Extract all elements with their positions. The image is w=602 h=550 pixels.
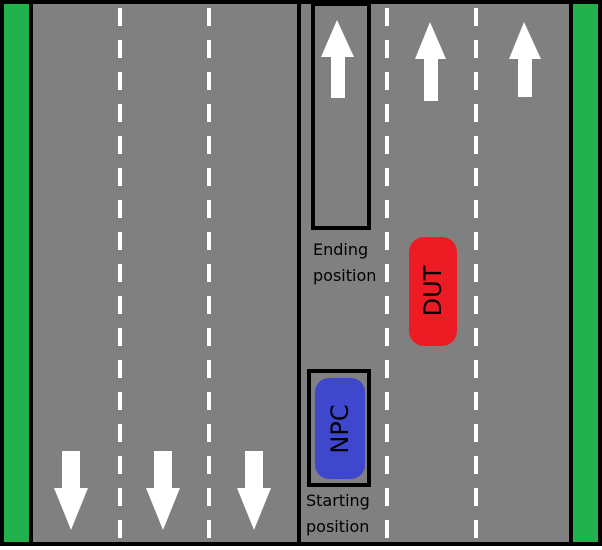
up-arrow-icon bbox=[509, 22, 541, 97]
down-arrow-icon bbox=[237, 451, 271, 530]
npc-vehicle-label: NPC bbox=[326, 404, 354, 454]
ending-position-label: Ending position bbox=[313, 237, 376, 289]
ending-position-box bbox=[311, 2, 371, 230]
down-arrow-icon bbox=[54, 451, 88, 530]
npc-vehicle bbox=[315, 378, 365, 479]
ending-position-label-line1: Ending bbox=[313, 240, 369, 259]
starting-position-label-line1: Starting bbox=[306, 491, 370, 510]
dut-vehicle bbox=[409, 237, 457, 346]
down-arrow-icon bbox=[146, 451, 180, 530]
up-arrow-icon bbox=[321, 20, 354, 98]
dut-vehicle-label: DUT bbox=[419, 265, 447, 317]
ending-position-label-line2: position bbox=[313, 266, 377, 285]
starting-position-label-line2: position bbox=[306, 517, 370, 536]
starting-position-box bbox=[307, 369, 371, 487]
up-arrow-icon bbox=[415, 22, 446, 101]
right-shoulder-grass bbox=[572, 4, 598, 542]
starting-position-label: Starting position bbox=[306, 488, 370, 540]
left-shoulder-grass bbox=[4, 4, 30, 542]
